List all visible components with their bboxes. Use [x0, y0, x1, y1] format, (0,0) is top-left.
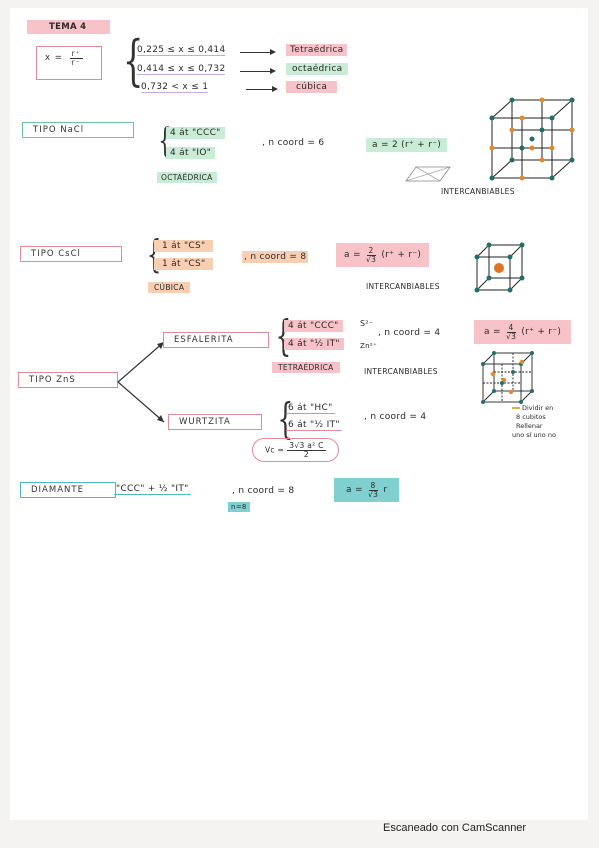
zns-branch-lines	[117, 341, 165, 423]
diamante-formula-rhs: r	[383, 485, 388, 495]
wurtzita-vc-fraction: 3√3 a² C 2	[287, 441, 326, 459]
cscl-formula: a = 2 √3 (r⁺ + r⁻)	[336, 243, 430, 267]
ratio-result-3: cúbica	[286, 81, 338, 93]
zns-side-note: Dividir en 8 cubitos Rellenar uno sí uno…	[512, 404, 556, 440]
diamante-coord-text: , n coord = 8	[232, 486, 295, 496]
cscl-formula-num: 2	[366, 246, 376, 256]
wurtzita-line-1: 6 át "HC"	[286, 403, 335, 414]
esfalerita-ion-2: Zn²⁺	[360, 342, 377, 350]
cscl-geometry: CÚBICA	[148, 282, 191, 293]
esfalerita-line-2: 4 át "½ IT"	[284, 338, 344, 350]
esfalerita-line-1: 4 át "CCC"	[284, 320, 343, 332]
cscl-note: INTERCANBIABLES	[366, 282, 440, 291]
ratio-range-3: 0,732 < x ≤ 1	[141, 82, 209, 93]
esfalerita-formula-lhs: a =	[484, 327, 501, 337]
nacl-coord: , n coord = 6	[262, 138, 324, 148]
ratio-range-2: 0,414 ≤ x ≤ 0,732	[137, 64, 226, 75]
wurtzita-vc-lhs: Vc =	[265, 445, 285, 455]
wurtzita-volume-formula: Vc = 3√3 a² C 2	[252, 438, 339, 462]
cscl-coord: , n coord = 8	[242, 251, 309, 263]
nacl-line-2: 4 át "IO"	[166, 147, 216, 159]
zns-side-note-line-3: Rellenar	[516, 422, 543, 430]
ratio-range-1: 0,225 ≤ x ≤ 0,414	[137, 45, 226, 56]
esfalerita-formula: a = 4 √3 (r⁺ + r⁻)	[474, 320, 572, 344]
wurtzita-label-box: WURTZITA	[168, 414, 262, 430]
esfalerita-coord-text: , n coord = 4	[378, 328, 441, 338]
wurtzita-coord-text: , n coord = 4	[364, 412, 427, 422]
cscl-coord-text: , n coord = 8	[242, 251, 309, 263]
ratio-denominator: r⁻	[71, 57, 81, 67]
esfalerita-ion-1: S²⁻	[360, 319, 374, 328]
diamante-expr: "CCC" + ½ "IT"	[114, 484, 191, 495]
zns-label-box: TIPO ZnS	[18, 372, 118, 388]
ratio-result-1: Tetraédrica	[286, 44, 348, 56]
ratio-arrow-1	[240, 48, 276, 56]
nacl-label-box: TIPO NaCl	[22, 122, 134, 138]
nacl-geometry: OCTAÉDRICA	[157, 172, 217, 183]
diamante-n: n=8	[228, 502, 250, 512]
ratio-fraction: r⁺ r⁻	[69, 49, 83, 67]
scanner-watermark: Escaneado con CamScanner	[383, 822, 527, 834]
ratio-arrow-2	[240, 67, 276, 75]
esfalerita-formula-den: √3	[506, 331, 517, 341]
wurtzita-vc-num: 3√3 a² C	[287, 441, 326, 451]
esfalerita-formula-rhs: (r⁺ + r⁻)	[521, 327, 562, 337]
wurtzita-brace: {	[277, 394, 294, 443]
esfalerita-formula-fraction: 4 √3	[504, 324, 518, 340]
ratio-arrow-3	[246, 85, 278, 93]
esfalerita-note: INTERCANBIABLES	[364, 367, 438, 376]
cscl-line-1: 1 át "CS"	[154, 240, 214, 252]
esfalerita-geometry: TETRAÉDRICA	[272, 362, 340, 373]
esfalerita-coord: , n coord = 4	[378, 328, 440, 338]
zns-side-note-line-1: Dividir en	[512, 404, 556, 413]
diamante-formula: a = 8 √3 r	[334, 478, 400, 502]
nacl-formula: a = 2 (r⁺ + r⁻)	[366, 138, 448, 152]
zns-side-note-line-2: 8 cubitos	[516, 413, 546, 421]
nacl-note: INTERCANBIABLES	[441, 187, 515, 196]
diamante-formula-fraction: 8 √3	[366, 482, 380, 498]
zns-side-note-line-4: uno sí uno no	[512, 431, 556, 439]
diamante-formula-num: 8	[368, 481, 378, 491]
esfalerita-formula-num: 4	[506, 323, 516, 333]
cscl-line-2: 1 át "CS"	[154, 258, 214, 270]
diamante-formula-lhs: a =	[346, 485, 363, 495]
page-title: TEMA 4	[27, 20, 111, 34]
wurtzita-vc-den: 2	[303, 449, 309, 459]
cscl-formula-lhs: a =	[344, 250, 361, 260]
esfalerita-label-box: ESFALERITA	[163, 332, 269, 348]
cscl-unit-cell-diagram	[474, 242, 525, 293]
cscl-formula-fraction: 2 √3	[364, 247, 378, 263]
cscl-formula-den: √3	[366, 254, 377, 264]
cscl-formula-rhs: (r⁺ + r⁻)	[381, 250, 422, 260]
ratio-box: x = r⁺ r⁻	[36, 46, 102, 80]
nacl-line-1: 4 át "CCC"	[166, 127, 225, 139]
diamante-formula-den: √3	[368, 489, 379, 499]
wurtzita-coord: , n coord = 4	[364, 412, 426, 422]
nacl-unit-cell-diagram	[489, 97, 575, 181]
wurtzita-line-2: 6 át "½ IT"	[286, 420, 342, 431]
cscl-label-box: TIPO CsCl	[20, 246, 122, 262]
ratio-result-2: octaédrica	[286, 63, 349, 75]
ratio-brace: {	[122, 29, 144, 92]
ratio-label: x =	[45, 53, 63, 63]
diamante-label-box: DIAMANTE	[20, 482, 116, 498]
diamante-coord: , n coord = 8	[232, 486, 294, 496]
nacl-coord-text: , n coord = 6	[262, 138, 325, 148]
nacl-octahedron-sketch	[405, 166, 451, 182]
zns-unit-cell-diagram	[481, 351, 534, 404]
ratio-numerator: r⁺	[69, 49, 83, 59]
